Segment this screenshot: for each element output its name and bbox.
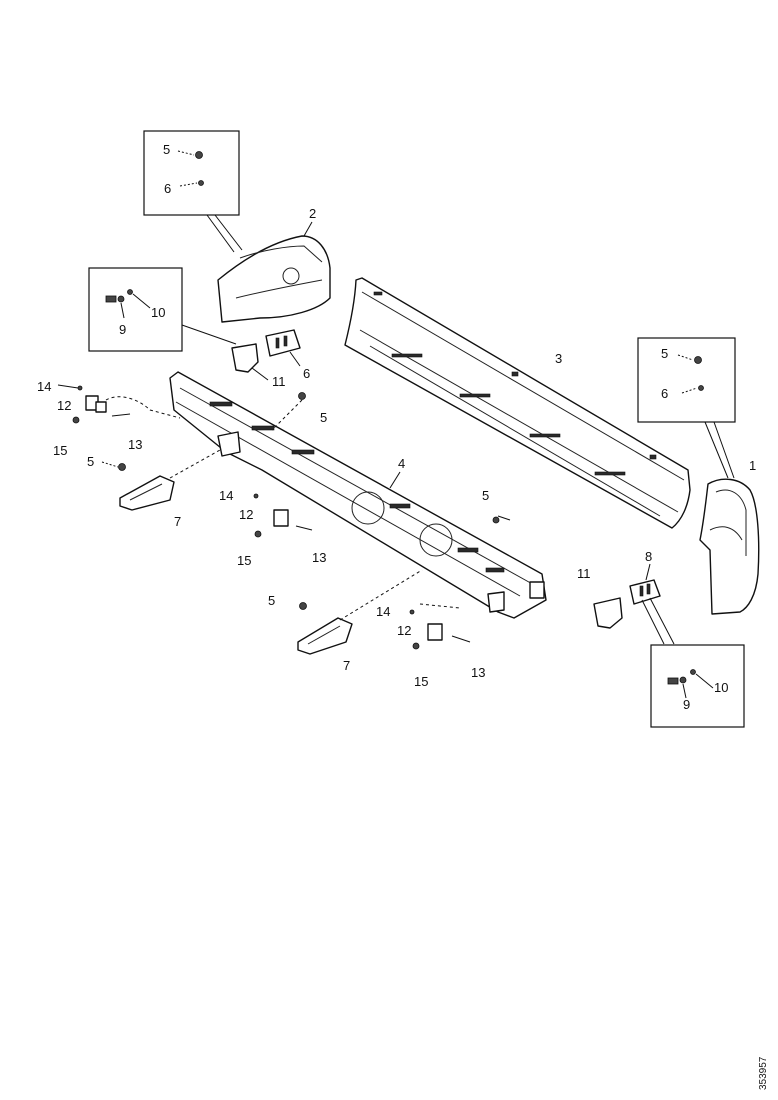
part-11-left-bracket: 11	[231, 343, 286, 389]
callout-15-lower: 15	[414, 674, 428, 689]
fastener-5-lower: 5	[268, 593, 307, 610]
callout-6-upper-left: 6	[164, 181, 171, 196]
part-2-left-end-cap: 2	[217, 206, 331, 323]
inset-box-left-bolts: 10 9	[88, 267, 183, 352]
callout-14-center: 14	[219, 488, 233, 503]
part-8-left-clip: 6	[265, 329, 310, 381]
inset-box-upper-left-fasteners: 5 6	[143, 130, 240, 216]
part-8-right-clip: 8	[629, 549, 675, 645]
callout-3: 3	[555, 351, 562, 366]
leader-inset-to-part-2	[206, 214, 235, 253]
callout-5-upper-left: 5	[163, 142, 170, 157]
callout-5-right: 5	[661, 346, 668, 361]
callout-7-lower: 7	[343, 658, 350, 673]
callout-12-lower: 12	[397, 623, 411, 638]
part-3-rear-panel: 3	[344, 277, 691, 529]
callout-6-left-clip: 6	[303, 366, 310, 381]
callout-10-left: 10	[151, 305, 165, 320]
left-bracket-hardware: 14 12 15 13	[37, 379, 181, 458]
callout-13-center: 13	[312, 550, 326, 565]
callout-15-center: 15	[237, 553, 251, 568]
callout-9-left: 9	[119, 322, 126, 337]
callout-8-right: 8	[645, 549, 652, 564]
fastener-5-center-right: 5	[482, 488, 511, 524]
callout-14-left: 14	[37, 379, 51, 394]
callout-5-left: 5	[87, 454, 94, 469]
callout-10-right: 10	[714, 680, 728, 695]
fastener-5-left: 5	[87, 454, 126, 471]
callout-14-lower: 14	[376, 604, 390, 619]
callout-11-right: 11	[577, 566, 591, 581]
part-7-lower-support: 7	[297, 569, 423, 673]
callout-5-center-right: 5	[482, 488, 489, 503]
callout-6-right: 6	[661, 386, 668, 401]
part-1-right-end-cap: 1	[699, 458, 760, 615]
callout-2: 2	[309, 206, 316, 221]
callout-12-left: 12	[57, 398, 71, 413]
callout-1: 1	[749, 458, 756, 473]
part-4-main-beam: 4	[169, 371, 547, 619]
callout-9-right: 9	[683, 697, 690, 712]
center-bracket-hardware: 14 12 15 13	[219, 488, 326, 568]
callout-11-left: 11	[272, 374, 286, 389]
callout-13-left: 13	[128, 437, 142, 452]
fastener-5-beam-top: 5	[271, 392, 327, 431]
part-11-right-bracket: 11	[577, 566, 623, 629]
callout-4: 4	[398, 456, 405, 471]
callout-12-center: 12	[239, 507, 253, 522]
lower-bracket-hardware: 14 12 15 13	[376, 603, 485, 689]
callout-7-left: 7	[174, 514, 181, 529]
document-id: 353957	[758, 1056, 769, 1090]
inset-box-right-bolts: 10 9	[650, 644, 745, 728]
callout-5-beam-top: 5	[320, 410, 327, 425]
part-7-left-support: 7	[119, 449, 221, 529]
callout-5-lower: 5	[268, 593, 275, 608]
callout-15-left: 15	[53, 443, 67, 458]
inset-box-right-fasteners: 5 6	[637, 337, 736, 423]
callout-13-lower: 13	[471, 665, 485, 680]
